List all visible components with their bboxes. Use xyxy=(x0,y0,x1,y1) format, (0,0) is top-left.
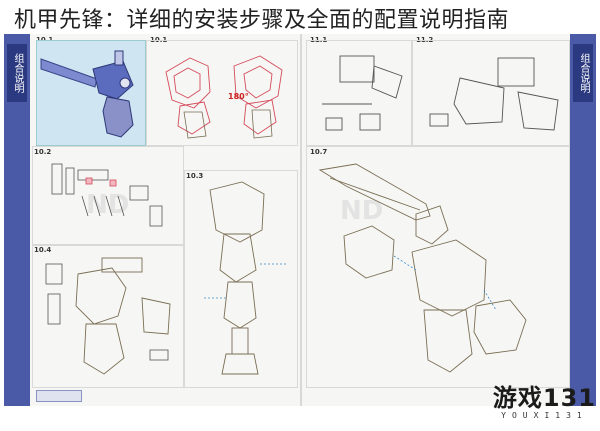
manual-page-right xyxy=(301,34,596,406)
step-frame xyxy=(32,244,184,388)
step-label: 10.3 xyxy=(186,172,204,180)
site-watermark: 游戏131 YOUXI131 xyxy=(493,385,596,420)
shoulder-parts-drawing xyxy=(429,57,559,131)
page-number: 28 xyxy=(12,420,26,431)
step-label: 10.7 xyxy=(310,148,328,156)
watermark-subtitle: YOUXI131 xyxy=(501,411,588,420)
step-frame xyxy=(306,40,412,146)
brand-logo xyxy=(36,390,82,402)
preview-robot-illustration xyxy=(40,50,134,138)
step-frame xyxy=(306,146,570,388)
side-tab-left: 组合说明 xyxy=(7,44,27,102)
page-spine xyxy=(300,34,302,406)
right-side-band: 组合说明 xyxy=(570,34,596,406)
torso-assembly-drawing xyxy=(204,181,286,375)
arm-assembly-drawing xyxy=(45,257,171,375)
step-frame xyxy=(32,146,184,246)
assembled-preview-image xyxy=(36,40,146,146)
joint-parts-drawing xyxy=(322,55,403,131)
main-assembly-drawing xyxy=(318,163,527,373)
left-side-band: 组合说明 28 xyxy=(4,34,30,431)
background-logo-mark: ND xyxy=(86,190,130,220)
side-tab-right: 组合说明 xyxy=(573,44,593,102)
page-title: 机甲先锋：详细的安装步骤及全面的配置说明指南 xyxy=(14,8,510,33)
rotation-indicator: 180° xyxy=(228,92,249,101)
small-parts-drawing xyxy=(51,163,163,227)
step-frame xyxy=(412,40,570,146)
step-frame xyxy=(184,170,298,388)
step-frame xyxy=(146,40,298,146)
step-label: 10.2 xyxy=(34,148,52,156)
step-label: 10.4 xyxy=(34,246,52,254)
watermark-title: 游戏131 xyxy=(492,384,596,412)
red-part-assembly-drawing xyxy=(165,55,283,139)
